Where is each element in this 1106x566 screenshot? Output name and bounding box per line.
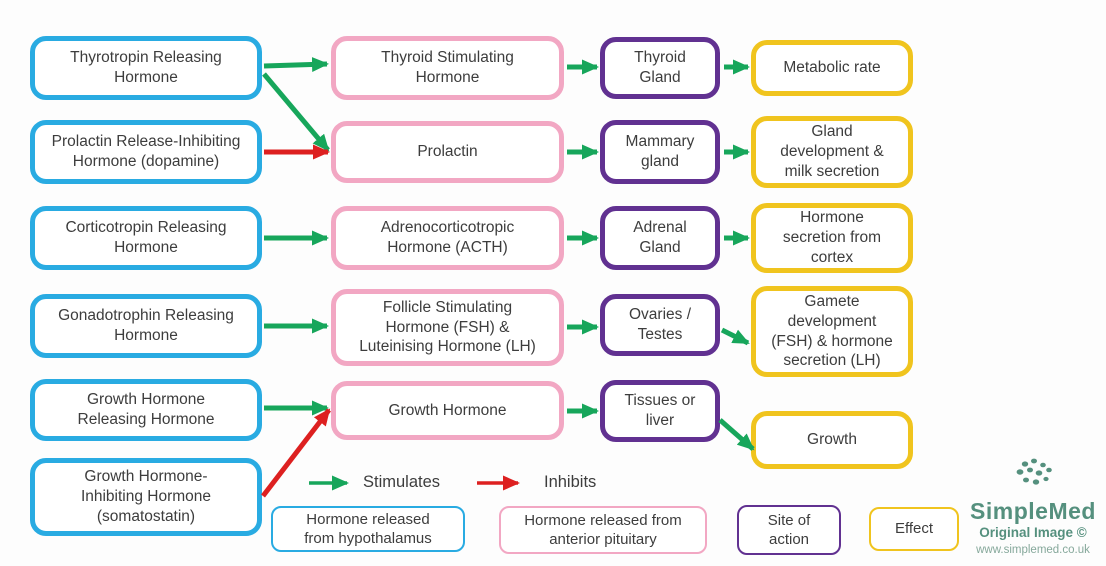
simplemed-logo-text: SimpleMed [970,497,1096,524]
box-growth-hormone-releasing-hormone: Growth Hormone Releasing Hormone [30,379,262,441]
box-growth: Growth [751,411,913,469]
box-ovaries-testes: Ovaries / Testes [600,294,720,356]
box-fsh-lh: Follicle Stimulating Hormone (FSH) & Lut… [331,289,564,366]
box-metabolic-rate: Metabolic rate [751,40,913,96]
arrow-trh-to-prolactin [262,72,330,152]
box-cortex-secretion: Hormone secretion from cortex [751,203,913,273]
box-growth-hormone: Growth Hormone [331,381,564,440]
arrow-tissues-liver-to-growth [718,418,755,451]
box-thyroid-gland: Thyroid Gland [600,37,720,99]
box-acth: Adrenocorticotropic Hormone (ACTH) [331,206,564,270]
box-growth-hormone-inhibiting-hormone: Growth Hormone- Inhibiting Hormone (soma… [30,458,262,536]
simplemed-tagline: Original Image © [979,524,1087,540]
box-gamete-development: Gamete development (FSH) & hormone secre… [751,286,913,377]
box-mammary-gland: Mammary gland [600,120,720,184]
box-gland-development: Gland development & milk secretion [751,116,913,188]
box-thyroid-stimulating-hormone: Thyroid Stimulating Hormone [331,36,564,100]
arrow-trh-to-tsh [263,56,329,72]
simplemed-url: www.simplemed.co.uk [976,543,1090,556]
simplemed-dots-icon [1016,458,1052,485]
legend-pituitary-key: Hormone released from anterior pituitary [499,506,707,554]
legend-stimulates-label: Stimulates [363,473,441,491]
box-prolactin: Prolactin [331,121,564,183]
box-thyrotropin-releasing-hormone: Thyrotropin Releasing Hormone [30,36,262,100]
legend-inhibits-label: Inhibits [544,473,597,491]
legend-effect-key: Effect [869,507,959,551]
box-corticotropin-releasing-hormone: Corticotropin Releasing Hormone [30,206,262,270]
box-gonadotrophin-releasing-hormone: Gonadotrophin Releasing Hormone [30,294,262,358]
arrow-ovaries-testes-to-gamete-development [720,327,750,346]
legend-site-key: Site of action [737,505,841,555]
legend-hypothalamus-key: Hormone released from hypothalamus [271,506,465,552]
simplemed-brand: SimpleMed Original Image © www.simplemed… [960,456,1106,556]
arrow-ghih-to-growth-hormone [261,408,331,498]
box-prolactin-release-inhibiting-hormone: Prolactin Release-Inhibiting Hormone (do… [30,120,262,184]
box-tissues-liver: Tissues or liver [600,380,720,442]
box-adrenal-gland: Adrenal Gland [600,206,720,270]
